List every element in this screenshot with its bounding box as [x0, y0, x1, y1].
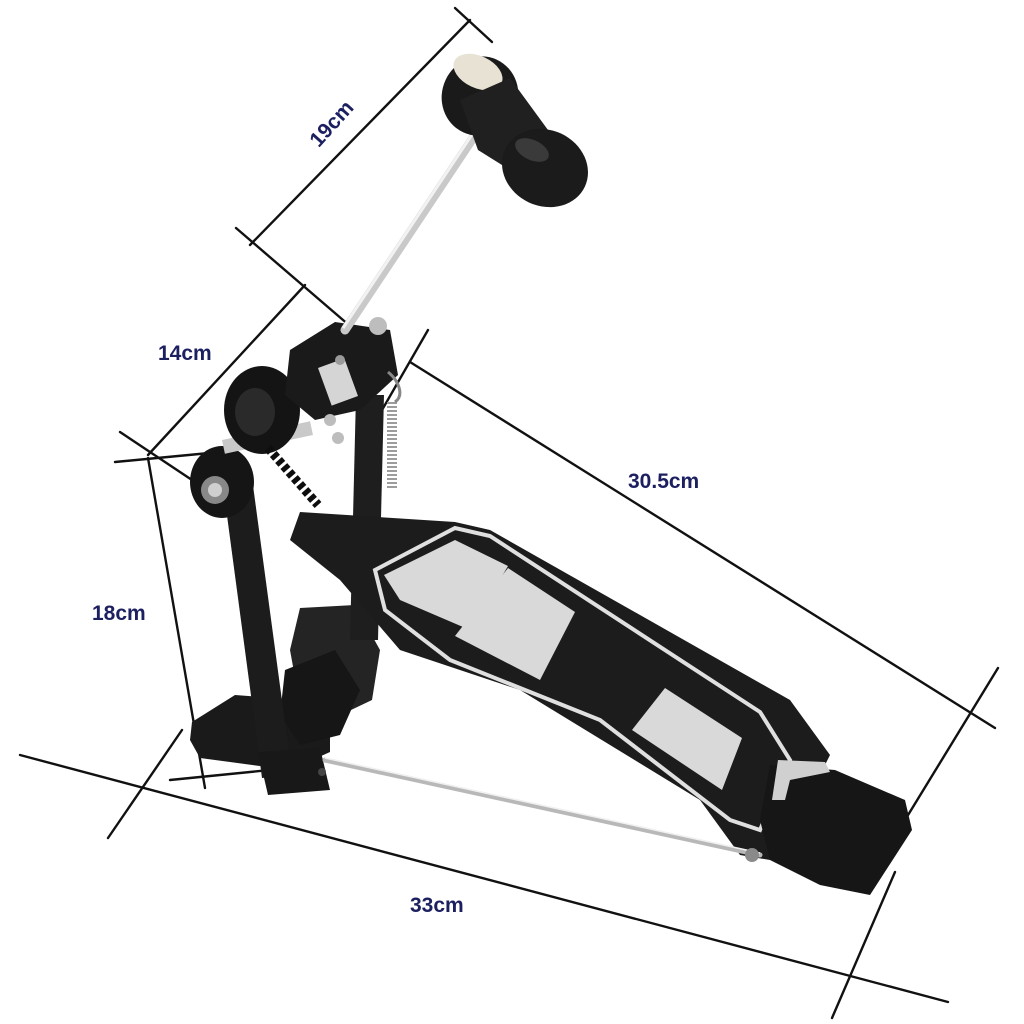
post-foot: [258, 748, 330, 795]
heel-bracket: [280, 650, 360, 745]
label-base-length: 33cm: [410, 894, 464, 917]
beater-rod: [340, 115, 490, 335]
label-frame-height: 18cm: [92, 602, 146, 625]
footboard-pad-1: [384, 540, 508, 630]
heel-rod: [322, 757, 763, 858]
footboard-pad-3: [632, 688, 742, 790]
beater-head: [441, 53, 588, 208]
label-frame-width: 14cm: [158, 342, 212, 365]
drive-chain: [264, 445, 322, 508]
dimension-lines: [18, 6, 1000, 1020]
footboard: [290, 512, 830, 860]
left-post: [222, 478, 292, 778]
toe-stop: [760, 765, 912, 895]
dimension-labels: 19cm 14cm 30.5cm 18cm 33cm: [92, 96, 699, 917]
pedal-illustration: [190, 53, 912, 895]
footboard-pad-2: [455, 568, 575, 680]
label-footboard-length: 30.5cm: [628, 470, 699, 493]
